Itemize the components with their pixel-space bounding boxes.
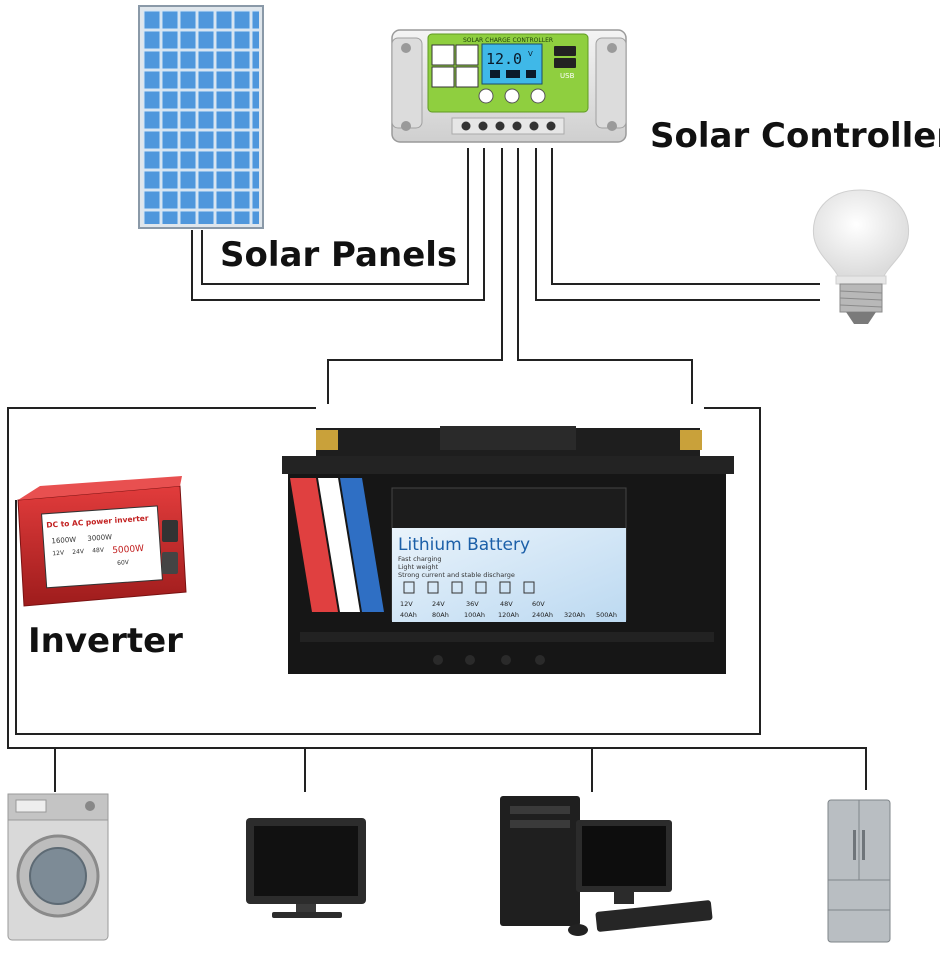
- battery-capacity-5: 240Ah: [532, 611, 553, 619]
- battery-capacity-6: 320Ah: [564, 611, 585, 619]
- battery-capacity-2: 80Ah: [432, 611, 449, 619]
- light-bulb-icon: [812, 189, 910, 324]
- battery-feature-2: Light weight: [398, 563, 439, 571]
- battery-voltage-3: 36V: [466, 600, 479, 608]
- solar-controller: SOLAR CHARGE CONTROLLER 12.0 V USB: [391, 29, 627, 143]
- battery-voltage-1: 12V: [400, 600, 413, 608]
- inverter-socket-icon: [162, 520, 178, 542]
- controller-usb-label: USB: [560, 72, 575, 80]
- inverter-volt-d: 60V: [117, 559, 130, 567]
- controller-button-left: [478, 88, 494, 104]
- inverter-fan-icon: [162, 552, 178, 574]
- solar-panel: [138, 5, 264, 229]
- battery-title: Lithium Battery: [398, 535, 530, 555]
- monitor-icon: [246, 818, 366, 918]
- inverter-rating-a: 1600W: [51, 536, 76, 546]
- bulb-wire-outer: [535, 148, 820, 301]
- battery-capacity-1: 40Ah: [400, 611, 417, 619]
- battery-wire-right: [517, 148, 693, 404]
- solar-controller-label: Solar Controller: [650, 116, 940, 156]
- inverter: DC to AC power inverter 1600W 3000W 5000…: [17, 476, 187, 607]
- battery-voltage-2: 24V: [432, 600, 445, 608]
- battery-capacity-3: 100Ah: [464, 611, 485, 619]
- battery-capacity-4: 120Ah: [498, 611, 519, 619]
- battery-wire-left: [327, 148, 503, 404]
- washing-machine-icon: [7, 793, 109, 941]
- battery-voltage-5: 60V: [532, 600, 545, 608]
- controller-button-right: [530, 88, 546, 104]
- battery-icons: [403, 581, 535, 594]
- battery-feature-3: Strong current and stable discharge: [398, 571, 515, 579]
- battery-capacity-7: 500Ah: [596, 611, 617, 619]
- inverter-volt-c: 48V: [92, 547, 105, 555]
- inverter-rating-c: 5000W: [112, 544, 145, 556]
- desktop-computer-icon: [500, 796, 713, 936]
- panel-wire-inner: [201, 148, 469, 285]
- inverter-label: Inverter: [28, 621, 183, 661]
- inverter-rating-b: 3000W: [87, 533, 112, 543]
- controller-button-middle: [504, 88, 520, 104]
- battery-feature-1: Fast charging: [398, 555, 442, 563]
- controller-display-value: 12.0: [486, 50, 522, 68]
- panel-wire-outer: [191, 148, 485, 301]
- refrigerator-icon: [827, 799, 891, 943]
- solar-panels-label: Solar Panels: [220, 235, 457, 275]
- controller-display-unit: V: [528, 50, 533, 58]
- inverter-volt-a: 12V: [52, 549, 65, 557]
- inverter-loop-wire-outer: [7, 407, 867, 790]
- inverter-loop-wire-inner: [15, 407, 761, 735]
- inverter-volt-b: 24V: [72, 548, 85, 556]
- controller-header: SOLAR CHARGE CONTROLLER: [463, 37, 553, 44]
- wiring: [7, 148, 867, 792]
- lithium-battery: Lithium Battery Fast charging Light weig…: [282, 426, 734, 674]
- bulb-wire-inner: [551, 148, 820, 285]
- battery-voltage-4: 48V: [500, 600, 513, 608]
